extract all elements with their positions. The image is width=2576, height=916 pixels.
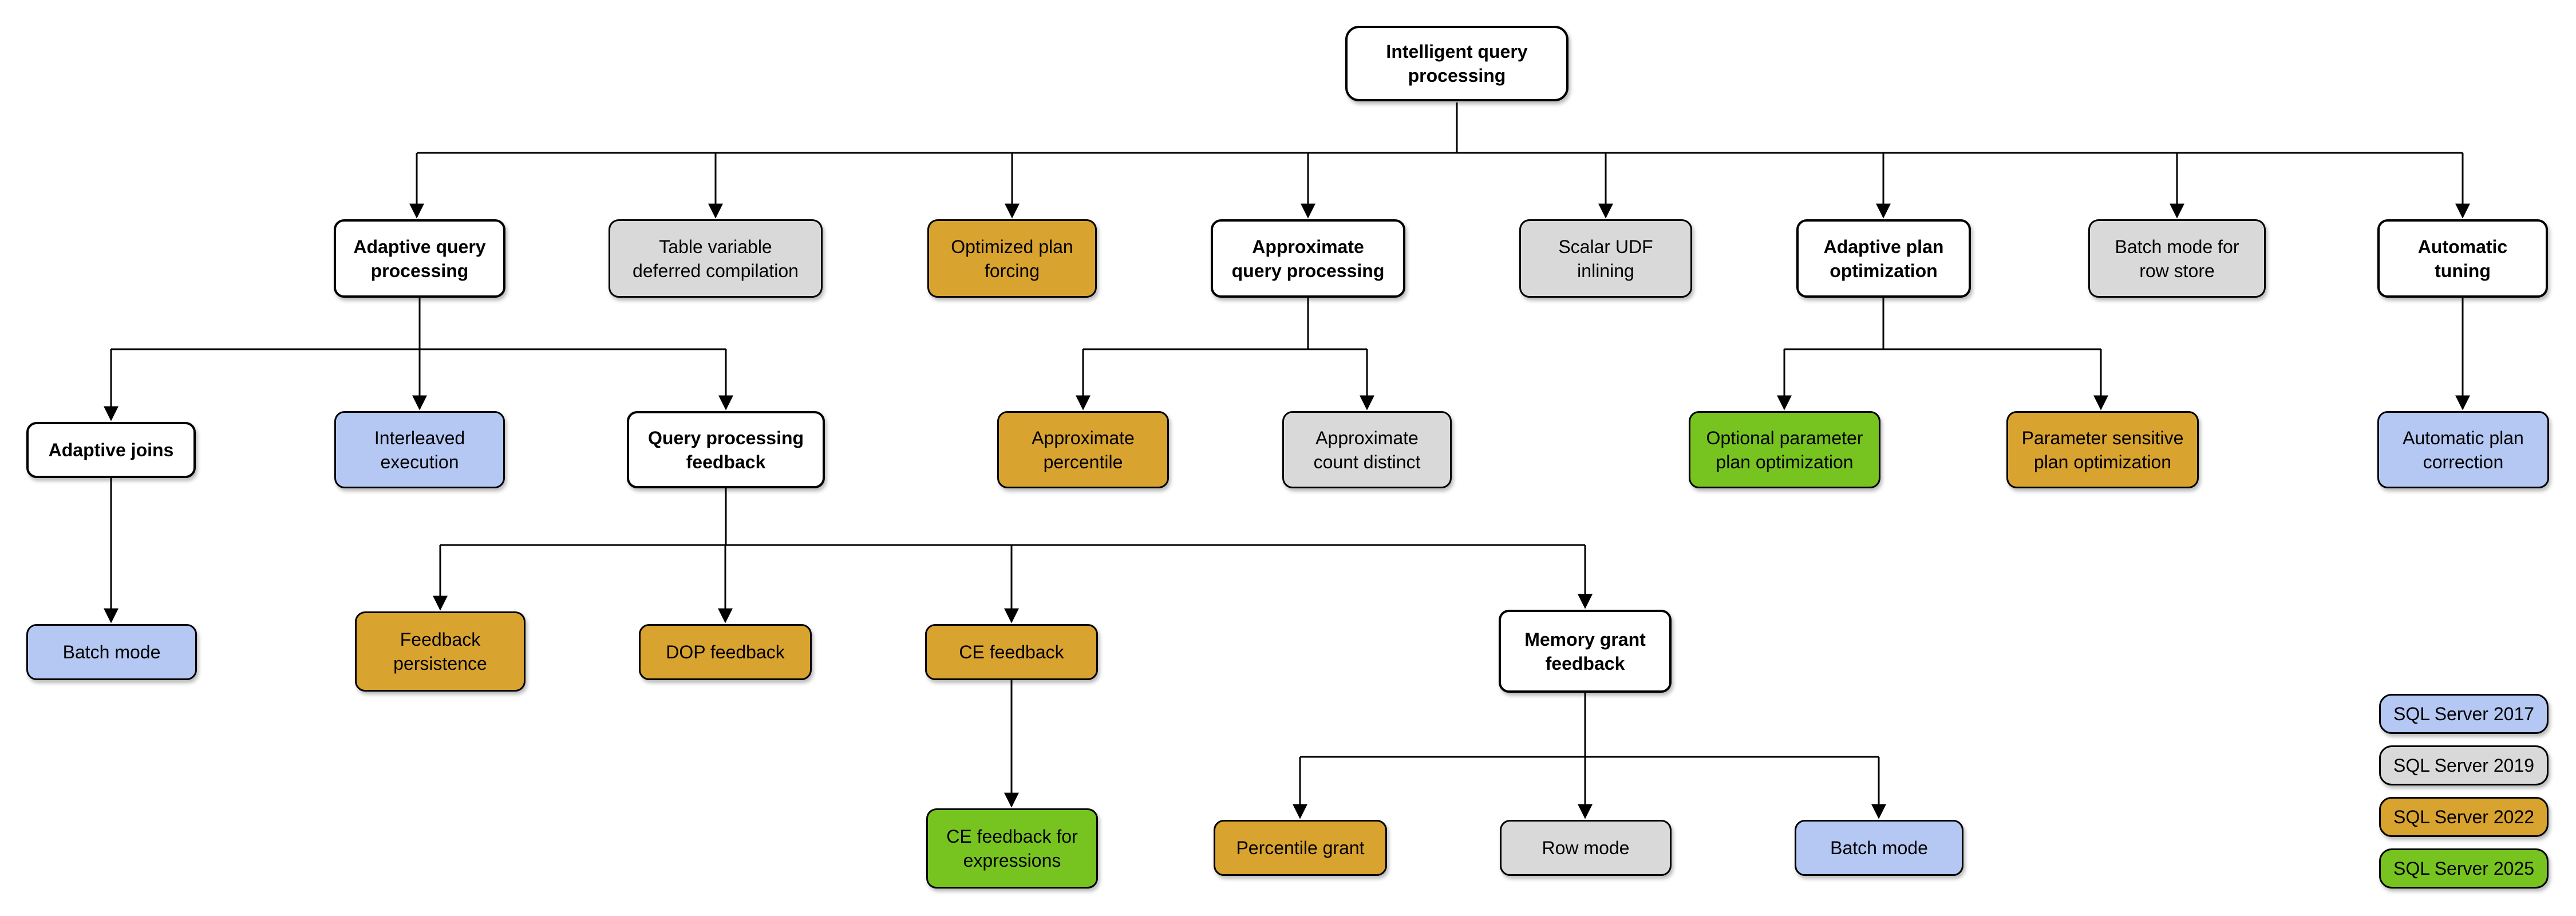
node-label: Table variable deferred compilation <box>633 236 799 281</box>
node-approximate-count-distinct: Approximate count distinct <box>1282 411 1452 488</box>
node-adaptive-plan-optimization: Adaptive plan optimization <box>1796 219 1971 298</box>
node-memory-grant-feedback: Memory grant feedback <box>1499 610 1672 693</box>
node-scalar-udf-inlining: Scalar UDF inlining <box>1519 219 1692 298</box>
node-label: Adaptive query processing <box>353 236 486 281</box>
node-intelligent-query-processing: Intelligent query processing <box>1345 26 1568 101</box>
node-label: Adaptive plan optimization <box>1823 236 1944 281</box>
node-label: Query processing feedback <box>647 427 804 472</box>
node-label: Approximate query processing <box>1231 236 1385 281</box>
node-label: Automatic tuning <box>2417 236 2508 281</box>
node-label: CE feedback <box>959 642 1064 662</box>
node-parameter-sensitive-plan-optimization: Parameter sensitive plan optimization <box>2006 411 2199 488</box>
node-label: Scalar UDF inlining <box>1558 236 1653 281</box>
node-label: Row mode <box>1542 838 1630 858</box>
node-percentile-grant: Percentile grant <box>1214 820 1387 876</box>
node-label: Memory grant feedback <box>1524 629 1646 674</box>
edge-buses <box>111 102 2463 758</box>
node-adaptive-joins: Adaptive joins <box>26 422 196 478</box>
legend-label: SQL Server 2017 <box>2393 704 2535 724</box>
node-label: Approximate percentile <box>1032 427 1135 472</box>
node-label: Parameter sensitive plan optimization <box>2021 427 2184 472</box>
node-label: Batch mode for row store <box>2115 236 2239 281</box>
node-adaptive-query-processing: Adaptive query processing <box>334 219 505 298</box>
node-label: Batch mode <box>62 642 161 662</box>
node-ce-feedback-for-expressions: CE feedback for expressions <box>926 808 1098 889</box>
node-label: Intelligent query processing <box>1386 41 1528 86</box>
node-label: DOP feedback <box>666 642 785 662</box>
node-approximate-query-processing: Approximate query processing <box>1211 219 1405 298</box>
node-automatic-tuning: Automatic tuning <box>2377 219 2548 298</box>
node-interleaved-execution: Interleaved execution <box>334 411 505 488</box>
node-label: Interleaved execution <box>374 427 465 472</box>
node-batch-mode-adaptive-joins: Batch mode <box>26 624 197 680</box>
node-label: Optimized plan forcing <box>951 236 1073 281</box>
node-automatic-plan-correction: Automatic plan correction <box>2377 411 2549 488</box>
legend-item-sql-server-2019: SQL Server 2019 <box>2379 745 2549 785</box>
node-optimized-plan-forcing: Optimized plan forcing <box>927 219 1097 298</box>
legend-label: SQL Server 2025 <box>2393 858 2535 879</box>
node-label: Approximate count distinct <box>1313 427 1421 472</box>
node-approximate-percentile: Approximate percentile <box>997 411 1169 488</box>
legend-label: SQL Server 2019 <box>2393 755 2535 776</box>
legend-item-sql-server-2022: SQL Server 2022 <box>2379 797 2549 837</box>
node-label: Feedback persistence <box>393 629 487 674</box>
node-table-variable-deferred-compilation: Table variable deferred compilation <box>609 219 823 298</box>
node-label: Adaptive joins <box>48 440 174 460</box>
node-label: Batch mode <box>1830 838 1928 858</box>
legend-label: SQL Server 2022 <box>2393 807 2535 827</box>
legend-item-sql-server-2017: SQL Server 2017 <box>2379 694 2549 734</box>
node-batch-mode-memory-grant: Batch mode <box>1795 820 1963 876</box>
node-row-mode: Row mode <box>1500 820 1672 876</box>
legend-item-sql-server-2025: SQL Server 2025 <box>2379 848 2549 889</box>
node-query-processing-feedback: Query processing feedback <box>627 411 825 488</box>
node-optional-parameter-plan-optimization: Optional parameter plan optimization <box>1689 411 1880 488</box>
node-ce-feedback: CE feedback <box>925 624 1098 680</box>
node-label: Optional parameter plan optimization <box>1706 427 1863 472</box>
node-label: Percentile grant <box>1236 838 1365 858</box>
node-label: CE feedback for expressions <box>946 826 1078 871</box>
node-batch-mode-for-row-store: Batch mode for row store <box>2088 219 2266 298</box>
node-dop-feedback: DOP feedback <box>639 624 812 680</box>
node-label: Automatic plan correction <box>2403 427 2524 472</box>
edge-arrows <box>104 153 2470 819</box>
node-feedback-persistence: Feedback persistence <box>355 611 526 692</box>
